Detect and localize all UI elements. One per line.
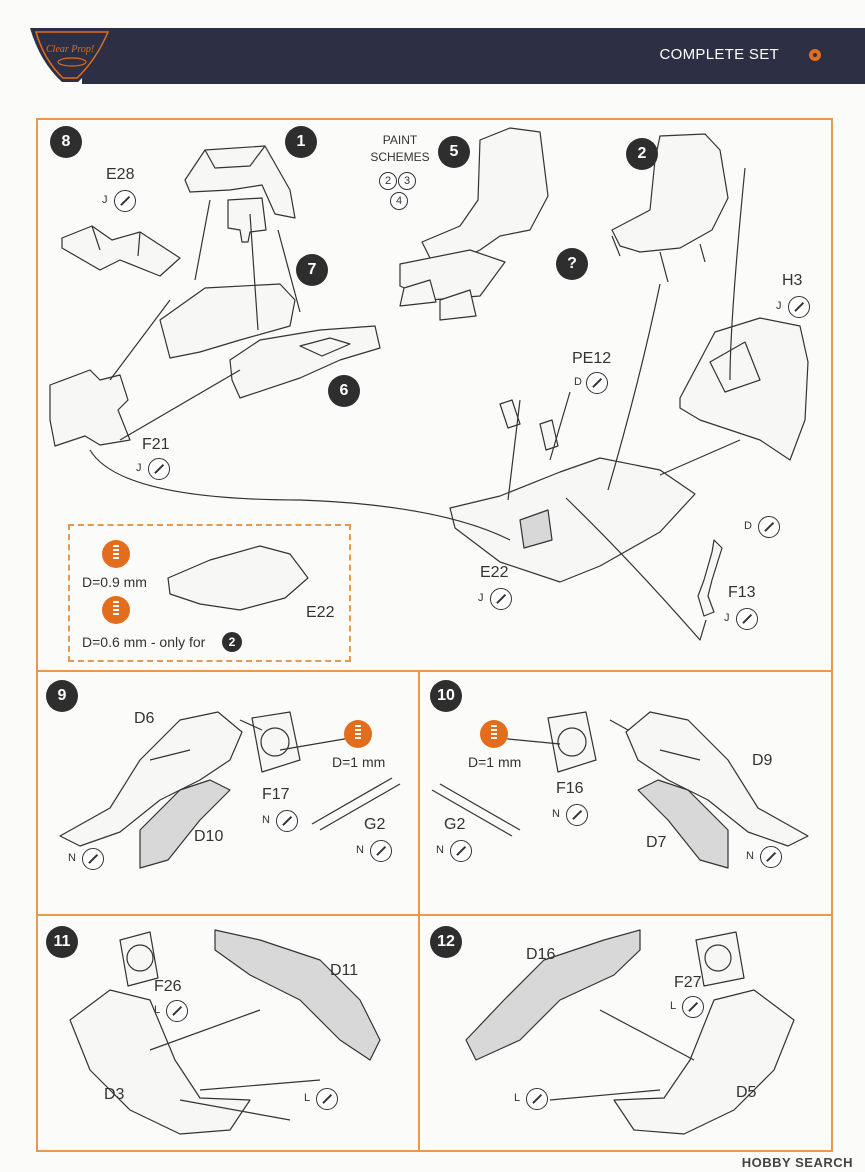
scheme-3-icon: 3 [398,172,416,190]
frame-line [36,914,833,916]
section-title: COMPLETE SET [659,46,779,63]
sprue-cutter-icon [114,190,136,212]
sprue-cutter-icon [370,840,392,862]
part-label-d3: D3 [104,1086,125,1103]
drill-bit-icon [102,596,130,624]
sprue-cutter-icon [82,848,104,870]
sprue-cutter-icon [760,846,782,868]
paint-label-line2: SCHEMES [370,150,430,164]
frame-line [36,670,833,672]
frame-line [36,118,38,1152]
part-label-d6: D6 [134,710,155,727]
sprue-cutter-icon [166,1000,188,1022]
part-label-g2: G2 [364,816,386,833]
part-label-g2-10: G2 [444,816,466,833]
sprue-letter-f17: N [262,814,270,826]
part-label-d10: D10 [194,828,224,845]
paint-schemes-label: PAINT SCHEMES [366,132,434,166]
sprue-letter-g2: N [356,844,364,856]
sprue-letter-pe12: D [574,376,582,388]
step-11-badge: 11 [46,926,78,958]
step-7-badge: 7 [296,254,328,286]
sprue-cutter-icon [682,996,704,1018]
part-label-d9: D9 [752,752,773,769]
step-2-ref-badge: 2 [222,632,242,652]
part-label-pe12: PE12 [572,350,612,367]
part-label-f13: F13 [728,584,756,601]
step-12-badge: 12 [430,926,462,958]
frame-line [36,118,833,120]
part-label-e28: E28 [106,166,135,183]
sprue-letter-d11: L [304,1092,311,1104]
sprue-letter-e28: J [102,194,108,206]
drill-note-1: D=0.9 mm [82,574,147,590]
sprue-cutter-icon [586,372,608,394]
brand-logo: Clear Prop! [22,22,122,88]
sprue-letter-g2-10: N [436,844,444,856]
step-2-badge: 2 [626,138,658,170]
step-9-badge: 9 [46,680,78,712]
sprue-letter-f13: J [724,612,730,624]
bullet-icon [809,49,821,61]
frame-line [831,118,833,1152]
step-6-badge: 6 [328,375,360,407]
drill-bit-icon [102,540,130,568]
scheme-2-icon: 2 [379,172,397,190]
part-label-f16: F16 [556,780,584,797]
sprue-cutter-icon [736,608,758,630]
part-label-f26: F26 [154,978,182,995]
frame-line [36,1150,833,1152]
sprue-letter-f21: J [136,462,142,474]
scheme-4-icon: 4 [390,192,408,210]
frame-line [418,670,420,1152]
sprue-letter-d7: N [746,850,754,862]
part-label-d5: D5 [736,1084,757,1101]
watermark: HOBBY SEARCH [741,1155,853,1170]
drill-note-9: D=1 mm [332,754,386,770]
drill-note-10: D=1 mm [468,754,522,770]
step-5-badge: 5 [438,136,470,168]
sprue-cutter-icon [450,840,472,862]
sprue-letter-d16: L [514,1092,521,1104]
part-label-d7: D7 [646,834,667,851]
drill-bit-icon [344,720,372,748]
part-label-e22-box: E22 [306,604,335,621]
part-label-f17: F17 [262,786,290,803]
sprue-letter-f13-top: D [744,520,752,532]
part-label-d11: D11 [330,962,359,979]
drill-note-2: D=0.6 mm - only for [82,634,206,650]
drill-bit-icon [480,720,508,748]
sprue-cutter-icon [566,804,588,826]
part-label-f21: F21 [142,436,170,453]
part-label-e22: E22 [480,564,509,581]
sprue-letter-e22: J [478,592,484,604]
sprue-letter-f27: L [670,1000,677,1012]
sprue-letter-f26: L [154,1004,161,1016]
sprue-cutter-icon [276,810,298,832]
sprue-cutter-icon [490,588,512,610]
step-10-badge: 10 [430,680,462,712]
sprue-cutter-icon [526,1088,548,1110]
question-badge: ? [556,248,588,280]
svg-text:Clear Prop!: Clear Prop! [46,44,94,55]
sprue-letter-d10: N [68,852,76,864]
step-8-badge: 8 [50,126,82,158]
sprue-cutter-icon [316,1088,338,1110]
step-1-badge: 1 [285,126,317,158]
part-label-h3: H3 [782,272,803,289]
paint-label-line1: PAINT [382,133,418,147]
part-label-f27: F27 [674,974,702,991]
sprue-cutter-icon [148,458,170,480]
sprue-letter-f16: N [552,808,560,820]
sprue-cutter-icon [758,516,780,538]
drill-detail-box [68,524,351,662]
header-bar: COMPLETE SET [82,28,865,84]
part-label-d16: D16 [526,946,556,963]
sprue-cutter-icon [788,296,810,318]
sprue-letter-h3: J [776,300,782,312]
